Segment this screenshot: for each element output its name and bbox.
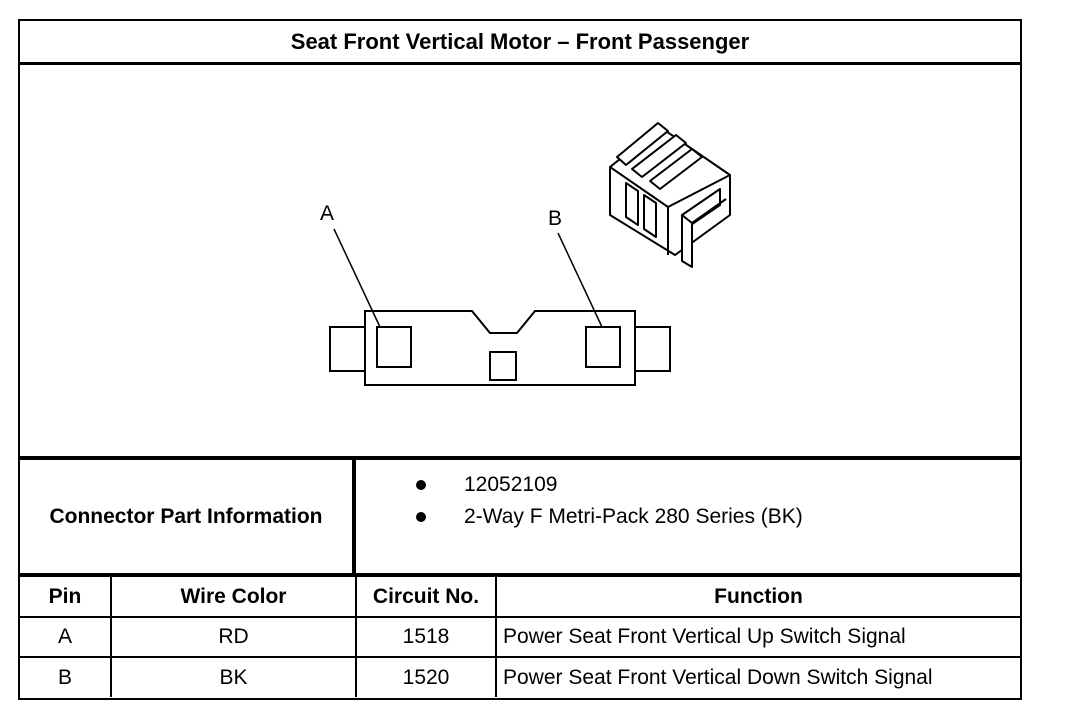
cell-pin: A [20, 616, 112, 658]
cell-function: Power Seat Front Vertical Up Switch Sign… [495, 616, 1020, 658]
connector-body [364, 310, 636, 386]
connector-sheet: Seat Front Vertical Motor – Front Passen… [18, 19, 1022, 700]
pin-table: Pin Wire Color Circuit No. Function A RD… [20, 577, 1020, 697]
pin-label-a: A [320, 202, 334, 225]
cell-circuit-no: 1518 [355, 616, 497, 658]
leader-line-b [557, 232, 603, 328]
header-circuit-no: Circuit No. [355, 577, 497, 618]
cavity-a [376, 326, 412, 368]
cell-pin: B [20, 656, 112, 697]
cavity-b [585, 326, 621, 368]
part-number: 12052109 [464, 473, 558, 496]
connector-info-label: Connector Part Information [20, 460, 356, 573]
pin-label-b: B [548, 207, 562, 230]
connector-isometric-icon [609, 122, 731, 268]
connector-face-drawing: A B [320, 122, 731, 386]
right-latch [634, 326, 671, 372]
connector-part-info: Connector Part Information 12052109 2-Wa… [20, 460, 1020, 577]
cell-wire-color: RD [110, 616, 357, 658]
left-latch [329, 326, 366, 372]
cell-function: Power Seat Front Vertical Down Switch Si… [495, 656, 1020, 697]
connector-info-list: 12052109 2-Way F Metri-Pack 280 Series (… [356, 460, 1020, 573]
bullet-icon [416, 480, 426, 490]
center-key [489, 351, 517, 381]
header-pin: Pin [20, 577, 112, 618]
header-wire-color: Wire Color [110, 577, 357, 618]
connector-description: 2-Way F Metri-Pack 280 Series (BK) [464, 505, 803, 528]
connector-face [329, 310, 671, 386]
leader-line-a [333, 228, 381, 328]
cell-wire-color: BK [110, 656, 357, 697]
connector-diagram: A B [20, 65, 1020, 460]
sheet-title: Seat Front Vertical Motor – Front Passen… [20, 21, 1020, 65]
table-header-row: Pin Wire Color Circuit No. Function [20, 577, 1020, 618]
bullet-icon [416, 512, 426, 522]
header-function: Function [495, 577, 1020, 618]
table-row: B BK 1520 Power Seat Front Vertical Down… [20, 656, 1020, 697]
cell-circuit-no: 1520 [355, 656, 497, 697]
table-row: A RD 1518 Power Seat Front Vertical Up S… [20, 616, 1020, 658]
